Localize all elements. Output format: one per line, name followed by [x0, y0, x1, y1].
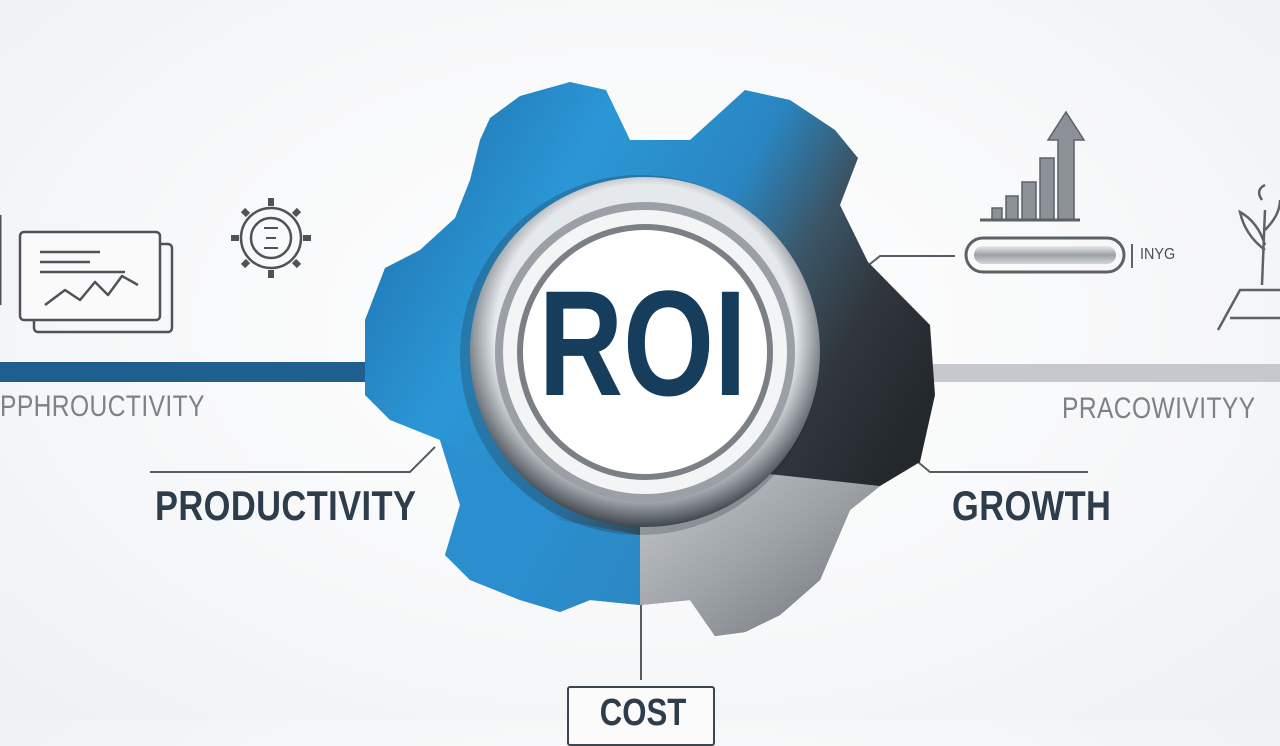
cost-box: COST	[567, 686, 715, 746]
bar-chart-arrow-icon	[980, 110, 1086, 222]
label-growth: GROWTH	[952, 482, 1112, 529]
right-bar	[900, 364, 1280, 382]
roi-diagram	[0, 82, 1280, 680]
left-bar	[0, 362, 380, 382]
label-small-growth: INYG	[1140, 246, 1176, 263]
label-cost: COST	[599, 692, 687, 734]
roi-title: ROI	[538, 259, 747, 427]
label-right-faint: PRACOWIVITYY	[1062, 392, 1256, 425]
label-productivity: PRODUCTIVITY	[155, 482, 417, 529]
document-chart-icon	[0, 215, 174, 334]
connector-growth	[917, 461, 1088, 473]
connector-productivity	[150, 446, 436, 473]
plant-icon	[1216, 183, 1280, 331]
label-left-faint: PPHROUCTIVITY	[0, 390, 205, 423]
gear-icon	[365, 82, 935, 636]
gear-small-icon	[231, 198, 311, 278]
progress-slider-icon	[964, 236, 1126, 274]
